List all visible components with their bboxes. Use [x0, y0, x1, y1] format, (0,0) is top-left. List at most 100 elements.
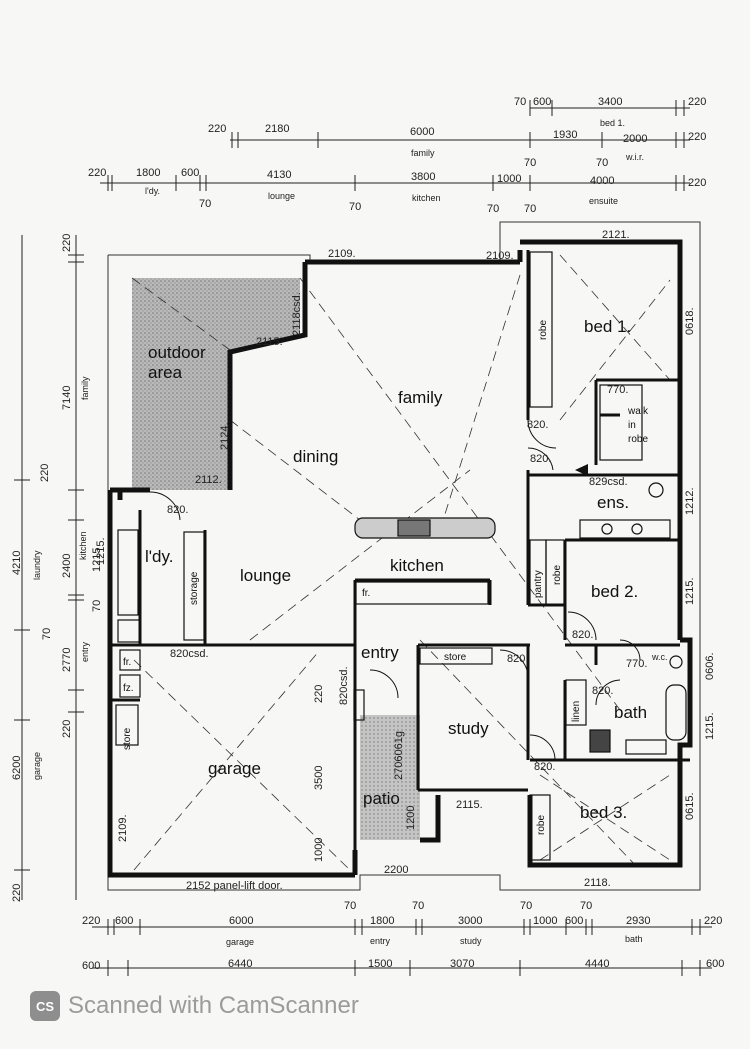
linen-label: linen [571, 701, 582, 722]
svg-text:220: 220 [313, 685, 325, 703]
svg-text:entry: entry [370, 936, 391, 946]
svg-text:70: 70 [199, 198, 211, 210]
svg-text:600: 600 [181, 167, 199, 179]
svg-text:3800: 3800 [411, 171, 435, 183]
svg-text:220: 220 [88, 167, 106, 179]
left-dimension-labels: 4210 laundry 70 6200 garage 220 220 7140… [11, 234, 103, 902]
svg-text:1930: 1930 [553, 129, 577, 141]
svg-text:820.: 820. [534, 761, 555, 773]
room-label-entry: entry [361, 643, 399, 662]
svg-text:2200: 2200 [384, 864, 408, 876]
svg-text:220: 220 [688, 177, 706, 189]
svg-text:bath: bath [625, 934, 643, 944]
svg-text:2115.: 2115. [256, 336, 283, 348]
svg-text:1000: 1000 [533, 915, 557, 927]
exterior-walls [107, 239, 693, 878]
svg-text:70: 70 [41, 628, 53, 640]
room-label-outdoor-area-2: area [148, 363, 183, 382]
bottom-dimension-lines [92, 919, 712, 976]
room-label-patio: patio [363, 789, 400, 808]
svg-text:220: 220 [11, 884, 23, 902]
room-label-walk-in-robe-3: robe [628, 434, 648, 445]
svg-text:600: 600 [565, 915, 583, 927]
svg-text:2124.: 2124. [219, 422, 231, 450]
svg-text:1215.: 1215. [704, 712, 716, 740]
room-label-bath: bath [614, 703, 647, 722]
svg-text:study: study [460, 936, 482, 946]
svg-text:3000: 3000 [458, 915, 482, 927]
svg-text:2152 panel-lift door.: 2152 panel-lift door. [186, 880, 283, 892]
svg-text:2115.: 2115. [456, 799, 483, 811]
freezer-label: fz. [123, 683, 134, 694]
room-labels: bed 1. family outdoor area dining ens. k… [145, 317, 649, 822]
left-dimension-lines [14, 235, 84, 900]
svg-text:4000: 4000 [590, 175, 614, 187]
fridge-kitchen-label: fr. [362, 588, 370, 599]
svg-text:70: 70 [487, 203, 499, 215]
door-swings [149, 419, 641, 761]
svg-text:820.: 820. [572, 629, 593, 641]
svg-text:ensuite: ensuite [589, 196, 618, 206]
svg-text:1200: 1200 [405, 806, 417, 830]
fridge-laundry-label: fr. [123, 657, 131, 668]
room-label-bed-1: bed 1. [584, 317, 631, 336]
room-label-outdoor-area-1: outdoor [148, 343, 206, 362]
interior-walls [110, 250, 690, 850]
svg-text:2400: 2400 [61, 554, 73, 578]
store-study-label: store [444, 652, 467, 663]
top-dimension-row-1: 70 600 3400 220 bed 1. [514, 96, 706, 128]
svg-text:820csd.: 820csd. [170, 648, 209, 660]
svg-text:0615.: 0615. [684, 792, 696, 820]
svg-text:1215.: 1215. [684, 577, 696, 605]
svg-text:70: 70 [349, 201, 361, 213]
robe-bed-3-label: robe [536, 815, 547, 835]
svg-text:70: 70 [596, 157, 608, 169]
svg-text:2112.: 2112. [195, 474, 222, 486]
svg-text:1212.: 1212. [684, 487, 696, 515]
joinery [115, 251, 687, 861]
room-label-family: family [398, 388, 443, 407]
svg-text:garage: garage [226, 937, 254, 947]
svg-text:1215.: 1215. [95, 537, 107, 565]
svg-text:7140: 7140 [61, 386, 73, 410]
camscanner-watermark: CS Scanned with CamScanner [30, 988, 359, 1024]
room-label-garage: garage [208, 759, 261, 778]
storage-label: storage [189, 571, 200, 605]
svg-text:820.: 820. [530, 453, 551, 465]
svg-text:220: 220 [82, 915, 100, 927]
wc-label: w.c. [651, 652, 668, 662]
roof-hip-lines [131, 254, 671, 871]
svg-text:2930: 2930 [626, 915, 650, 927]
svg-text:3070: 3070 [450, 958, 474, 970]
svg-text:770.: 770. [626, 658, 647, 670]
pantry-label: pantry [533, 570, 544, 598]
svg-text:2118csd.: 2118csd. [291, 292, 303, 336]
svg-text:70: 70 [524, 203, 536, 215]
svg-text:lounge: lounge [268, 191, 295, 201]
svg-text:220: 220 [61, 720, 73, 738]
svg-text:600: 600 [82, 960, 100, 972]
svg-text:70: 70 [514, 96, 526, 108]
svg-text:2000: 2000 [623, 133, 647, 145]
top-dimension-lines [100, 100, 690, 191]
bottom-dimension-row-2: 600 6440 1500 3070 4440 600 [82, 958, 724, 972]
svg-text:820.: 820. [507, 653, 528, 665]
svg-text:6000: 6000 [229, 915, 253, 927]
room-label-walk-in-robe-2: in [628, 420, 636, 431]
svg-text:600: 600 [115, 915, 133, 927]
svg-text:0618.: 0618. [684, 307, 696, 335]
svg-text:770.: 770. [607, 384, 628, 396]
room-label-bed-2: bed 2. [591, 582, 638, 601]
room-label-walk-in-robe-1: walk [627, 406, 649, 417]
svg-text:l'dy.: l'dy. [145, 186, 160, 196]
svg-text:220: 220 [688, 131, 706, 143]
svg-text:820.: 820. [592, 685, 613, 697]
svg-text:70: 70 [520, 900, 532, 912]
svg-text:829csd.: 829csd. [589, 476, 628, 488]
svg-text:2109.: 2109. [486, 250, 514, 262]
top-dimension-row-3: 220 1800 600 4130 3800 1000 4000 220 l'd… [88, 167, 706, 215]
svg-text:6440: 6440 [228, 958, 252, 970]
room-label-study: study [448, 719, 489, 738]
svg-text:2706061g: 2706061g [393, 731, 405, 780]
